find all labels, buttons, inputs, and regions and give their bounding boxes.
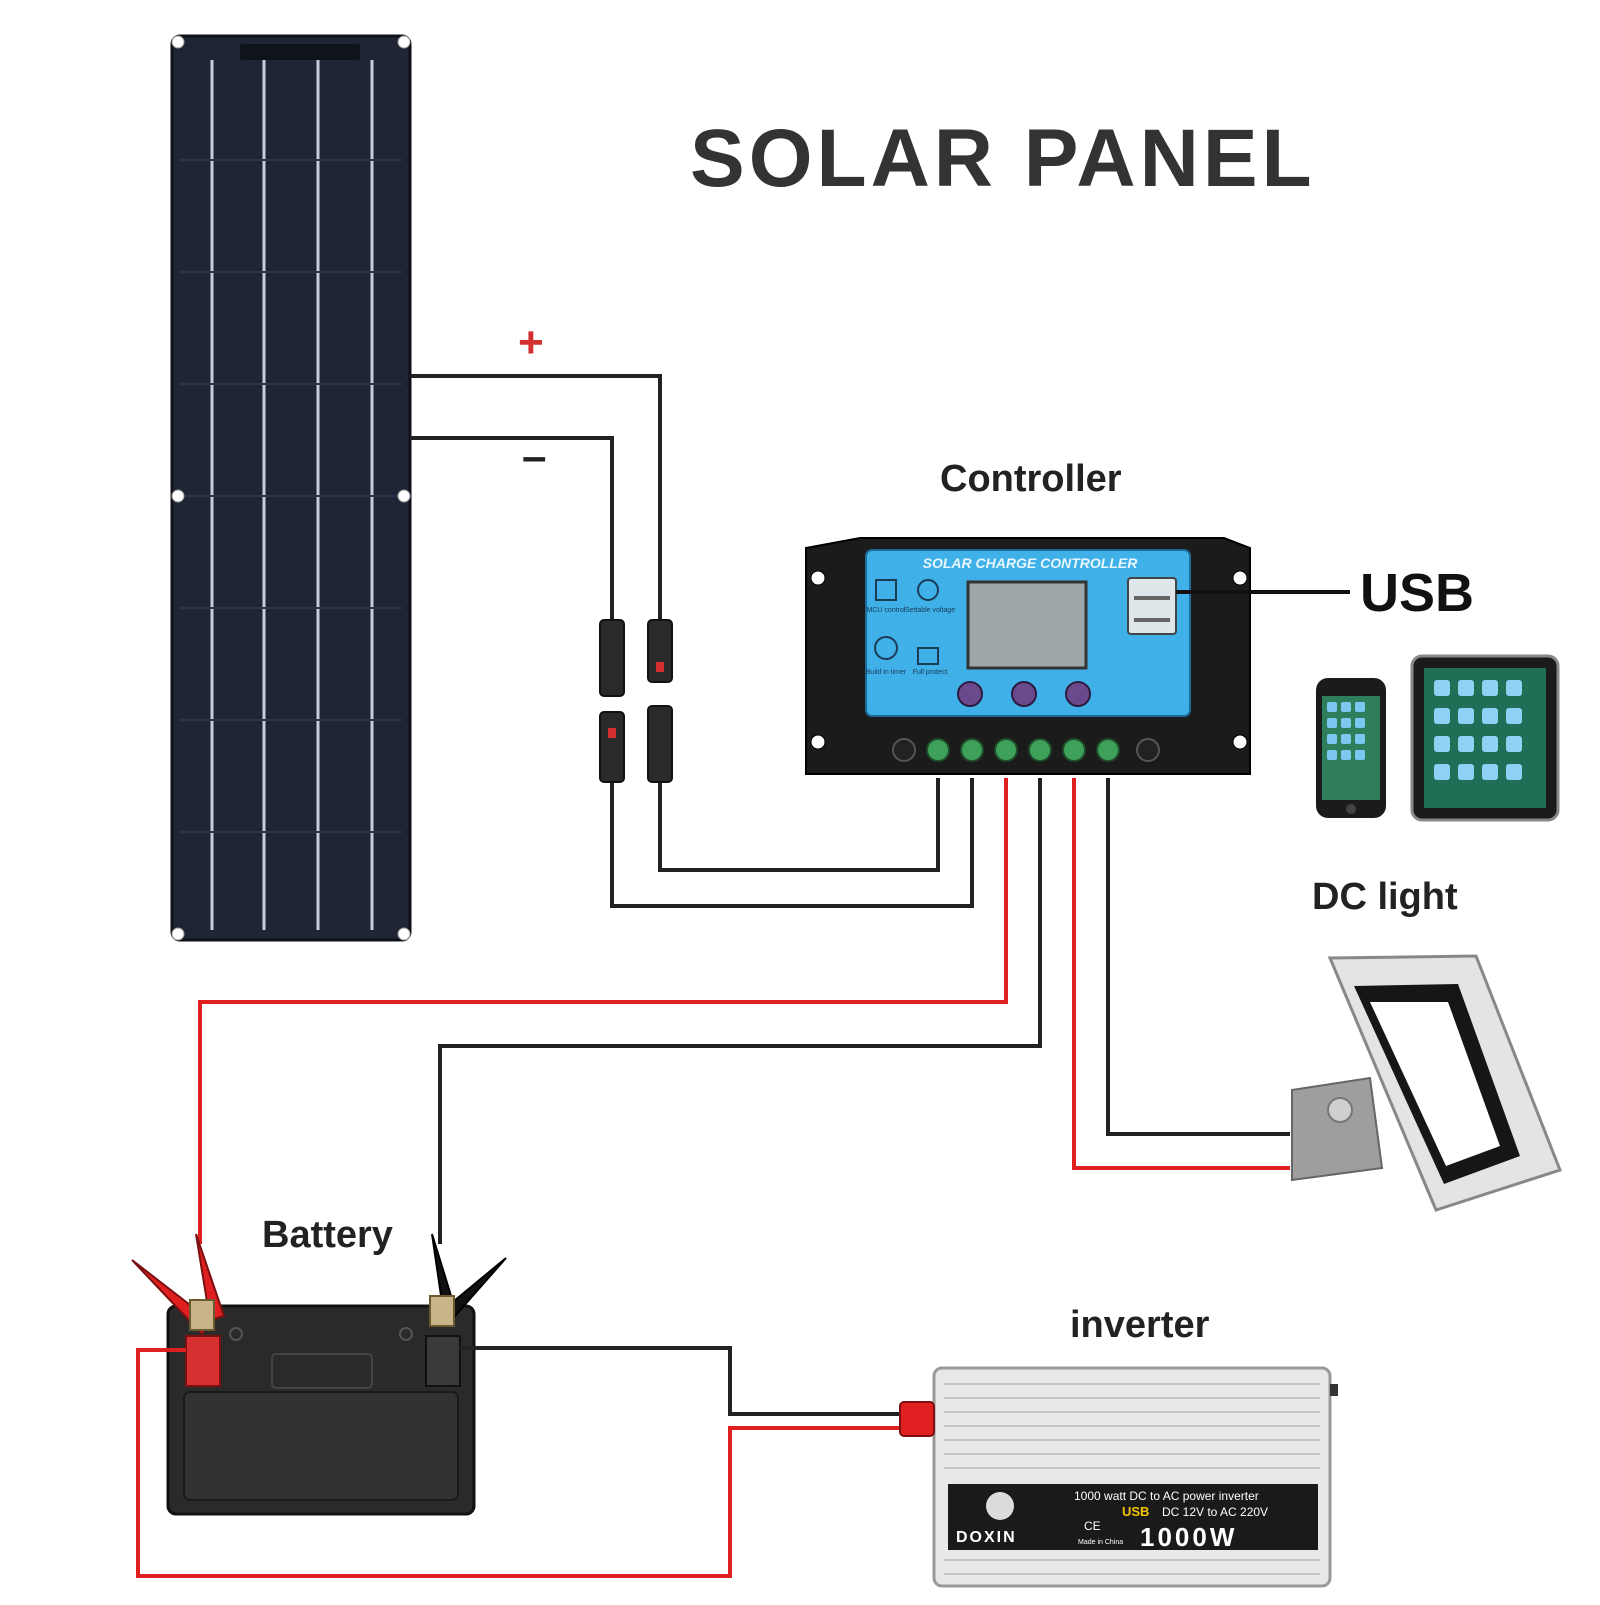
controller-icon-label: Build in timer (866, 669, 907, 676)
controller-icon-label: Full protect (913, 669, 948, 676)
black-clamp-icon (429, 1233, 507, 1328)
panel-wires (410, 374, 974, 908)
solar-panel (170, 34, 412, 942)
positive-label: + (518, 318, 544, 367)
inverter-wires (136, 1346, 902, 1578)
phone-icon (1316, 678, 1386, 818)
mc4-connectors (599, 619, 673, 783)
inverter-brand: DOXIN (956, 1529, 1017, 1546)
inverter-ce: CE (1084, 1519, 1101, 1533)
red-clamp-icon (131, 1233, 226, 1336)
inverter-line2: DC 12V to AC 220V (1162, 1505, 1268, 1519)
inverter-made-in: Made in China (1078, 1539, 1123, 1546)
controller-icon-label: MCU control (867, 607, 906, 614)
dc-light-label: DC light (1312, 876, 1458, 918)
controller-label: Controller (940, 458, 1122, 500)
inverter-label: inverter (1070, 1304, 1210, 1346)
inverter-line1: 1000 watt DC to AC power inverter (1074, 1489, 1259, 1503)
battery-label: Battery (262, 1214, 393, 1256)
controller-header: SOLAR CHARGE CONTROLLER (923, 555, 1139, 571)
inverter-icon (899, 1366, 1338, 1588)
negative-label: – (522, 432, 547, 481)
inverter-labels: 1000 watt DC to AC power inverter USB DC… (956, 1489, 1268, 1552)
output-wires (198, 778, 1290, 1244)
dc-light-icon (1291, 954, 1562, 1212)
tablet-icon (1410, 654, 1560, 822)
inverter-rating: 1000W (1140, 1522, 1237, 1552)
charge-controller (805, 537, 1251, 775)
inverter-usb: USB (1122, 1504, 1149, 1519)
usb-label: USB (1360, 563, 1475, 623)
battery-icon (166, 1304, 476, 1516)
page-title: SOLAR PANEL (690, 113, 1316, 204)
controller-icon-label: Settable voltage (905, 607, 955, 614)
